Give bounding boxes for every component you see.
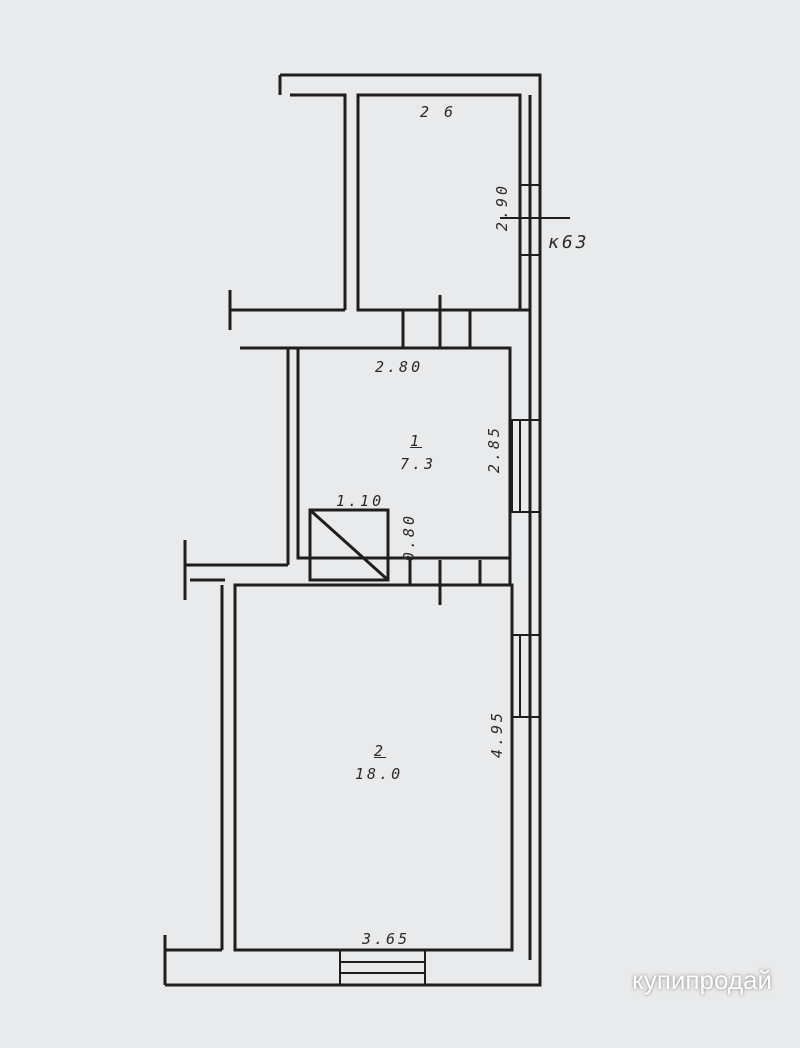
outer-wall-inner [290,93,347,310]
closet-width: 1.10 [336,492,385,510]
room-26-width: 2.90 [493,182,512,232]
room-2-area: 18.0 [355,765,404,783]
room-2-length: 4.95 [488,709,507,759]
closet-depth: 0.80 [400,512,419,562]
room-2-number: 2 [374,742,387,760]
room-26-number: 2 6 [420,103,457,121]
door-bottom [339,949,426,986]
room-1-width: 2.80 [375,358,424,376]
room-1-number: 1 [410,432,423,450]
watermark: купипродай [632,965,772,995]
closet-diagonal [308,508,390,582]
window-room-2 [511,634,541,718]
room-2-width: 3.65 [362,930,411,948]
closet [308,508,390,582]
window-room-1 [511,419,541,513]
apartment-label: к63 [548,232,590,253]
room-1-area: 7.3 [400,455,437,473]
room-1-length: 2.85 [485,424,504,474]
window-room-26 [500,184,570,256]
